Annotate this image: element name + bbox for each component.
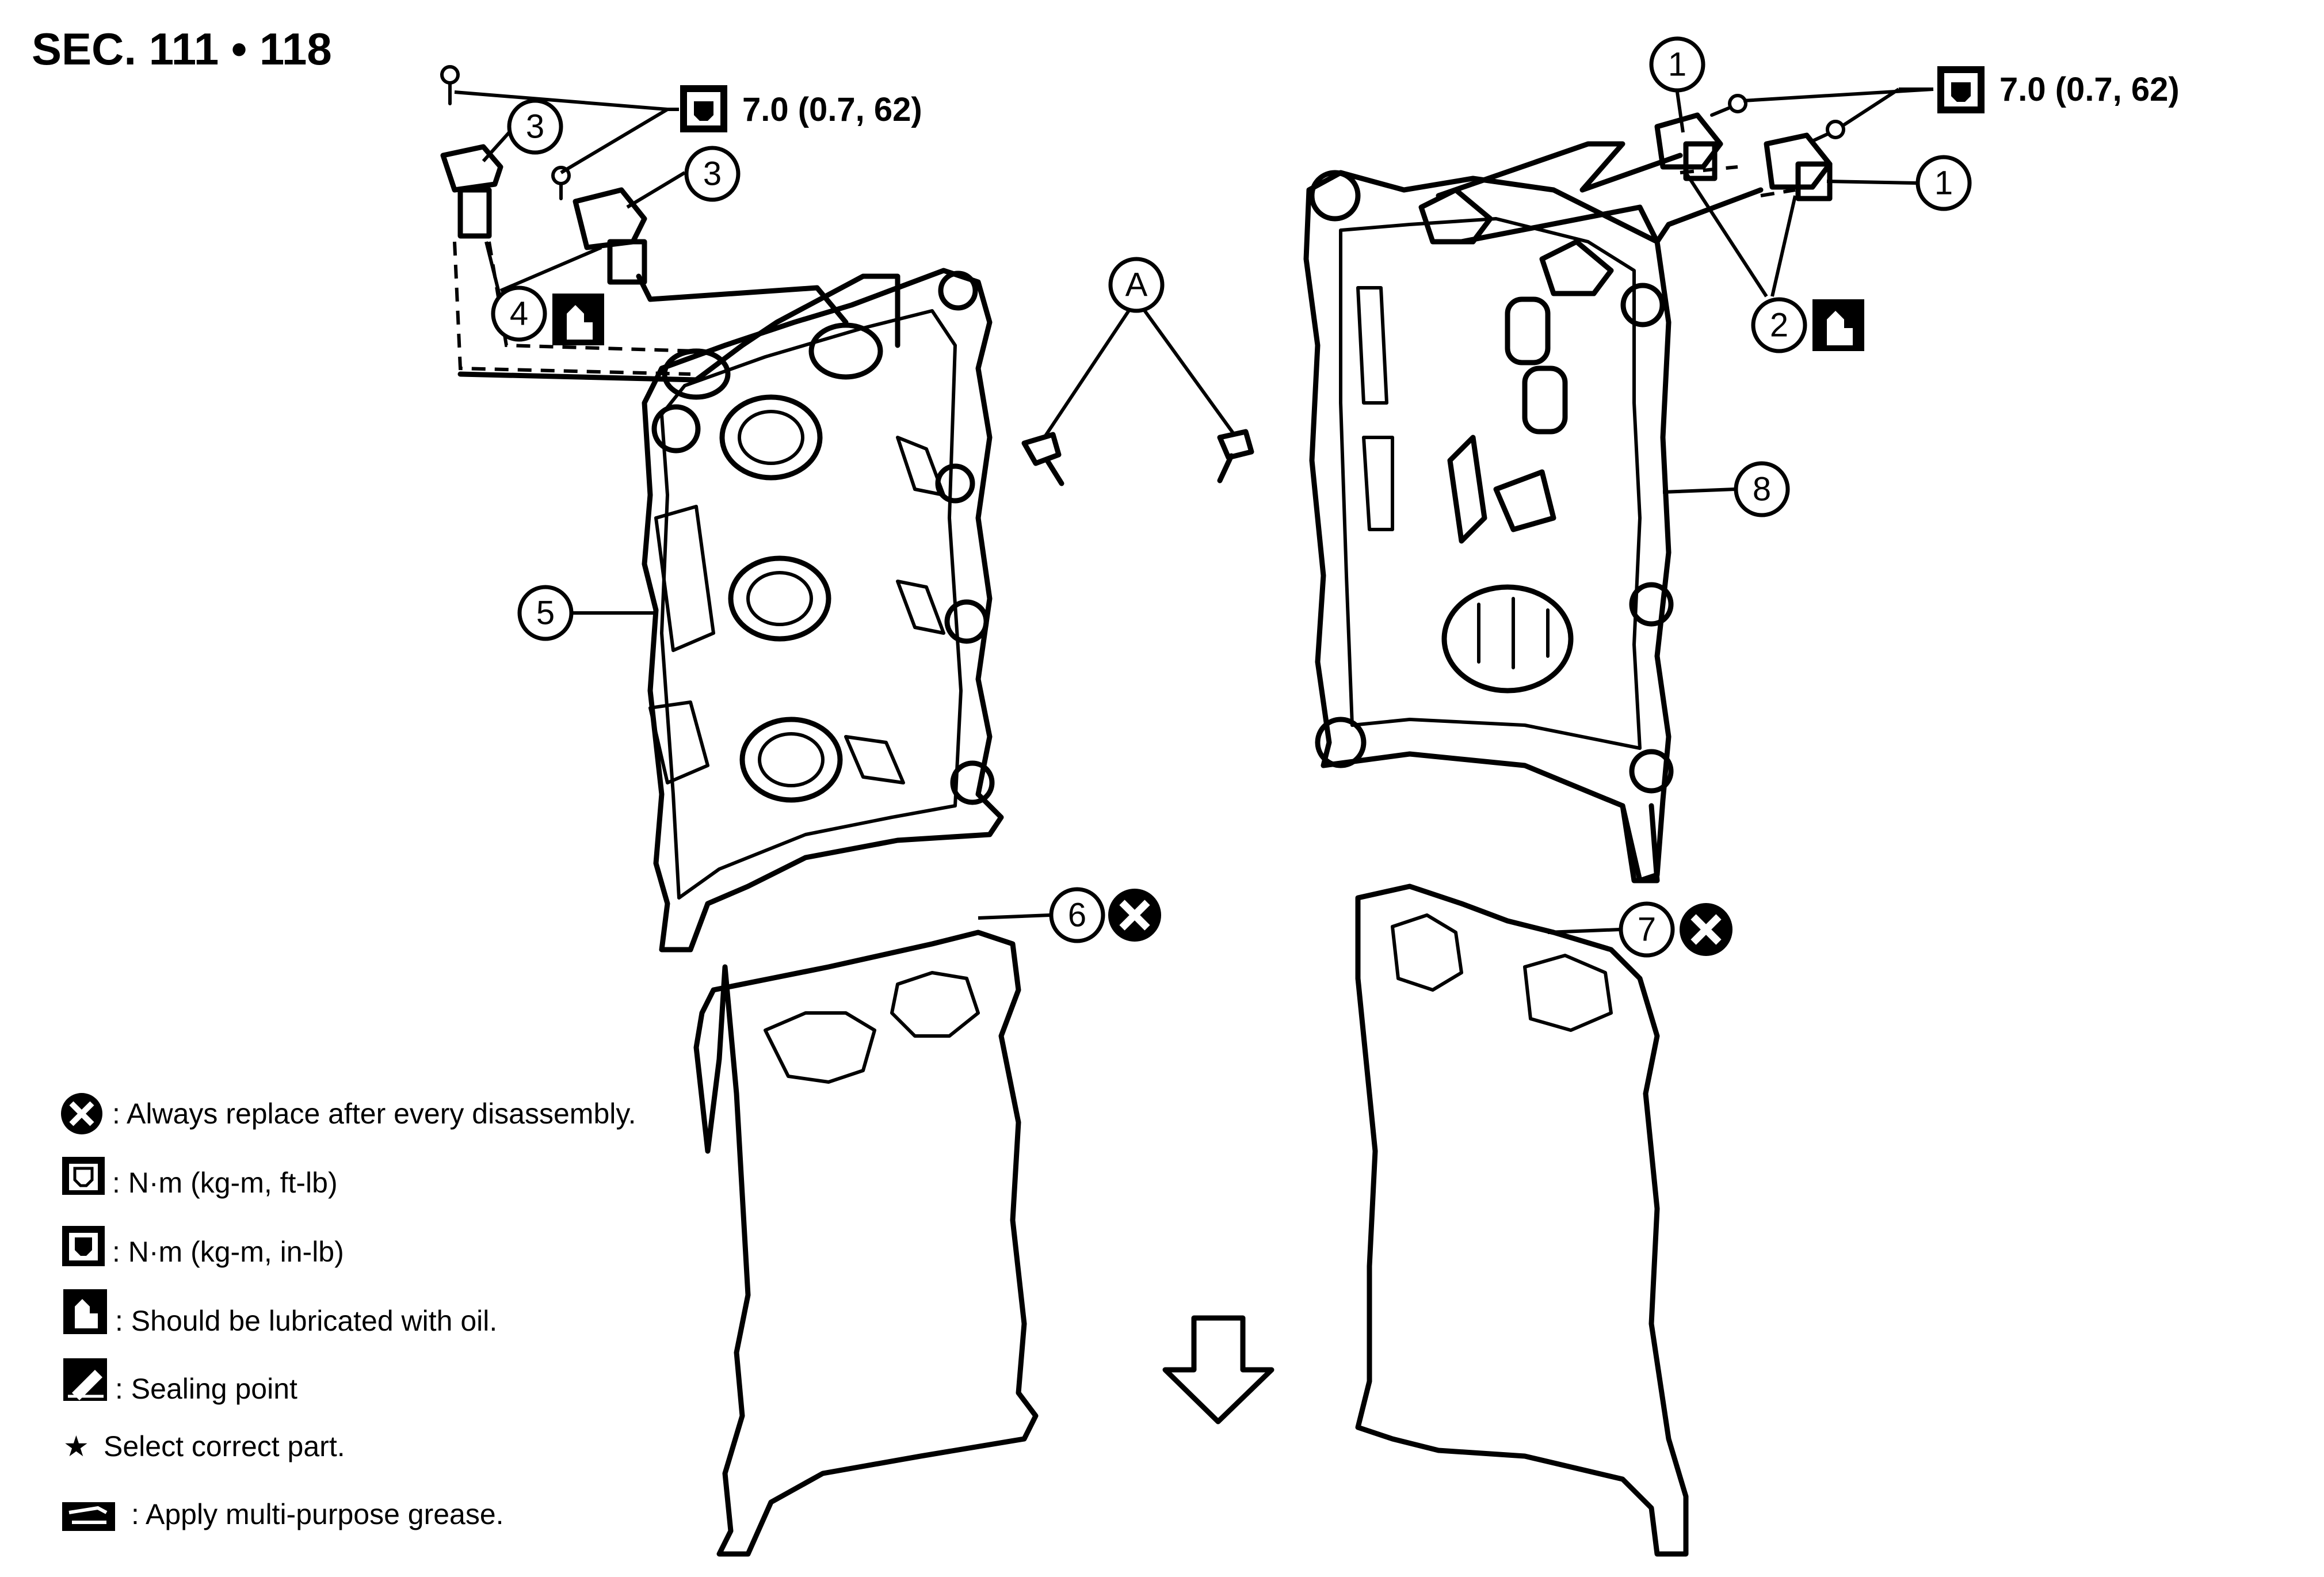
svg-text:6: 6 [1068, 897, 1086, 934]
legend-text-select: Select correct part. [104, 1430, 345, 1462]
left-rocker-cover [642, 268, 1004, 953]
callout-3-second: 3 [684, 146, 741, 202]
legend-text-inlb: : N·m (kg-m, in-lb) [112, 1236, 344, 1268]
svg-text:5: 5 [536, 595, 555, 632]
torque-inlb-icon [680, 85, 727, 132]
torque-spec-right: 7.0 (0.7, 62) [1999, 71, 2180, 108]
section-label: SEC. 111 • 118 [32, 24, 332, 74]
callout-7: 7 [1619, 901, 1675, 958]
left-camshaft-sensors [440, 65, 900, 383]
sealing-point-icon [63, 1358, 107, 1401]
cover-bolts-a [1021, 298, 1254, 486]
svg-text:A: A [1125, 266, 1148, 304]
legend-text-oil: : Should be lubricated with oil. [115, 1305, 497, 1337]
right-rocker-cover [1303, 170, 1674, 883]
star-icon: ★ [63, 1430, 89, 1462]
torque-inlb-icon [62, 1226, 105, 1266]
svg-text:3: 3 [526, 108, 544, 146]
callout-6: 6 [1049, 887, 1105, 943]
callout-5: 5 [517, 585, 574, 641]
left-gasket [693, 930, 1039, 1557]
callout-A: A [1108, 257, 1165, 313]
svg-text:1: 1 [1934, 165, 1953, 202]
svg-text:1: 1 [1668, 46, 1686, 83]
callout-8: 8 [1734, 461, 1790, 517]
legend-text-sealing: : Sealing point [115, 1373, 297, 1405]
torque-spec-left: 7.0 (0.7, 62) [742, 91, 922, 128]
torque-inlb-icon [1937, 66, 1985, 113]
replace-x-icon [1108, 889, 1161, 942]
svg-text:8: 8 [1753, 471, 1771, 508]
legend-text-grease: : Apply multi-purpose grease. [131, 1498, 504, 1530]
replace-x-icon [61, 1093, 102, 1134]
callout-4: 4 [491, 285, 547, 342]
right-camshaft-sensors [1436, 94, 1845, 245]
grease-icon [62, 1502, 115, 1531]
callout-1-right: 1 [1915, 155, 1972, 211]
oil-can-icon [1812, 299, 1864, 351]
svg-text:7: 7 [1638, 911, 1656, 949]
callout-1-top: 1 [1649, 36, 1705, 93]
replace-x-icon [1680, 903, 1732, 956]
callout-3-top: 3 [507, 98, 563, 155]
torque-ftlb-icon [62, 1157, 105, 1195]
front-arrow-icon [1162, 1315, 1274, 1424]
legend-text-replace: : Always replace after every disassembly… [112, 1098, 636, 1130]
legend: : Always replace after every disassembly… [61, 1093, 636, 1531]
right-gasket [1355, 883, 1689, 1557]
svg-text:3: 3 [703, 155, 722, 193]
svg-text:4: 4 [510, 295, 528, 333]
callout-2: 2 [1751, 297, 1807, 353]
svg-text:2: 2 [1770, 307, 1788, 344]
legend-text-ftlb: : N·m (kg-m, ft-lb) [112, 1167, 338, 1199]
oil-can-icon [63, 1289, 107, 1334]
oil-can-icon [552, 294, 604, 345]
